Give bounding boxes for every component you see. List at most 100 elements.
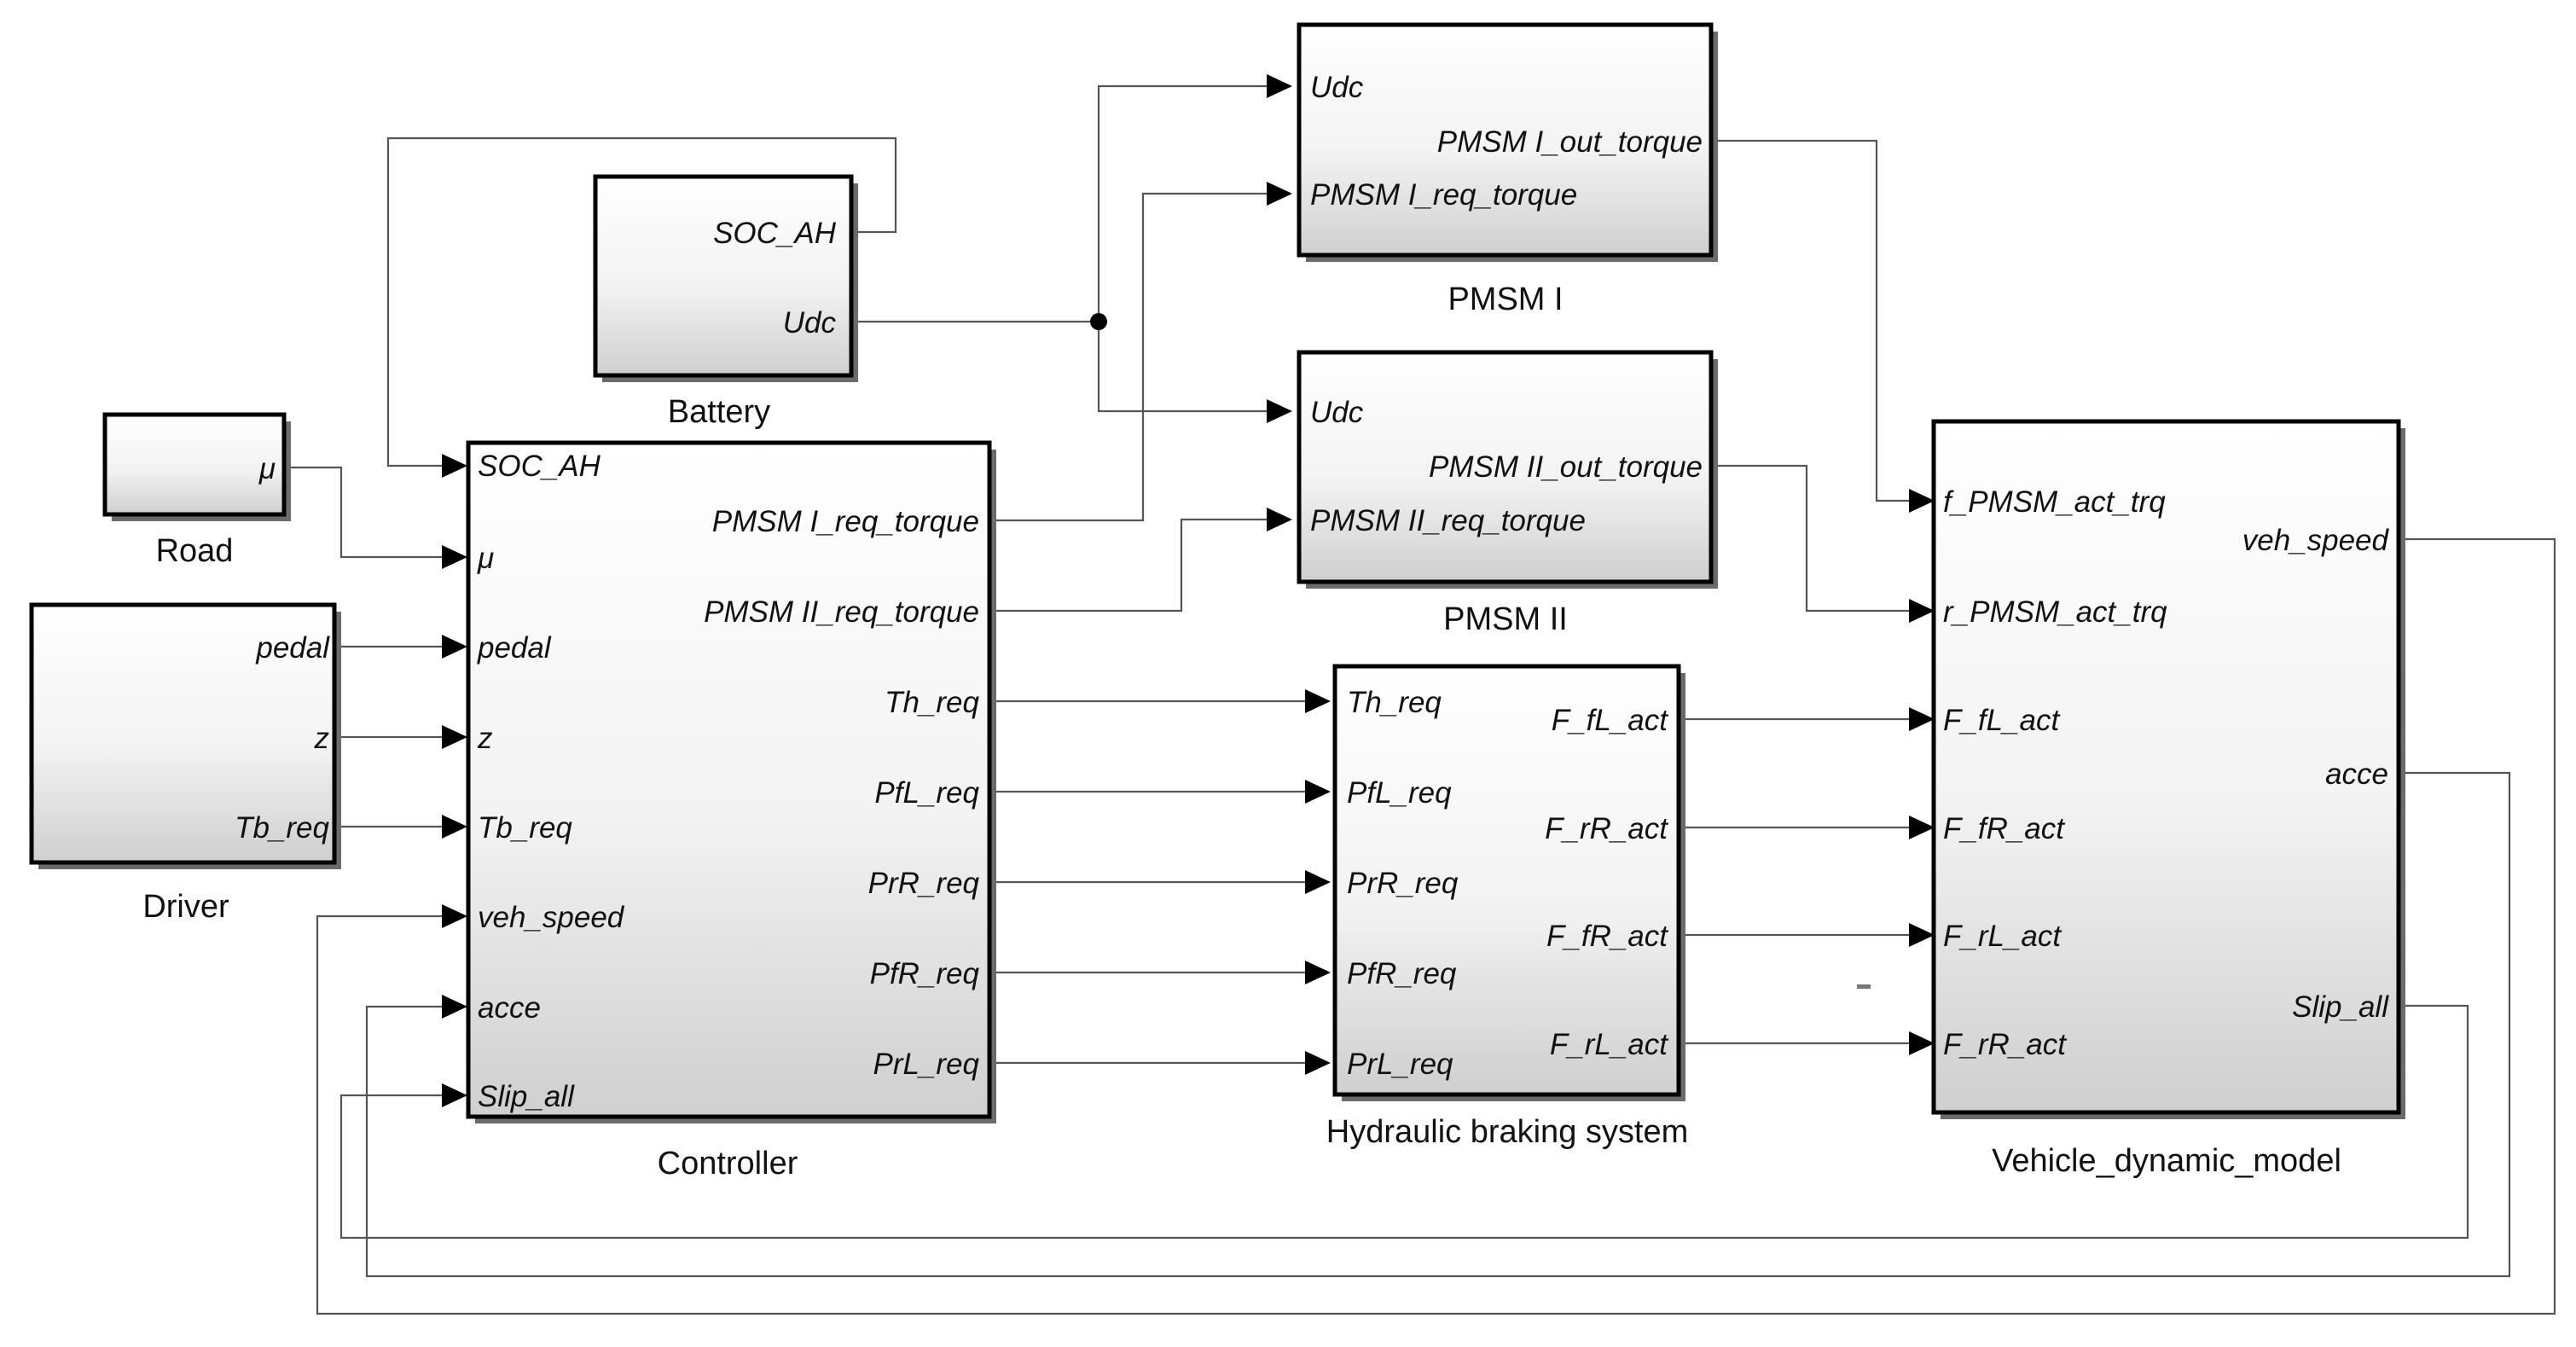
controller-port-in: Tb_req [478, 811, 572, 845]
hydraulic-block-title: Hydraulic braking system [1326, 1114, 1688, 1150]
road-block-title: Road [156, 533, 234, 569]
controller-port-in: pedal [477, 631, 552, 665]
pmsm1-port-out: PMSM I_out_torque [1437, 125, 1703, 159]
vehicle-port-out: veh_speed [2242, 524, 2390, 557]
hydraulic-port-in: Th_req [1347, 686, 1442, 719]
wire-udc-pmsm2[interactable] [1097, 322, 1267, 413]
vehicle-port-in: F_fL_act [1943, 704, 2060, 737]
controller-port-out: PMSM II_req_torque [704, 595, 979, 629]
arrow-veh-f-pmsm [1909, 489, 1935, 513]
controller-port-out: PrR_req [868, 867, 980, 900]
vehicle-dynamic-model-block[interactable]: f_PMSM_act_trq r_PMSM_act_trq F_fL_act F… [1931, 419, 2405, 1179]
wire-mu[interactable] [290, 466, 442, 559]
controller-block-title: Controller [658, 1146, 798, 1182]
arrow-veh-f-rr [1909, 1031, 1935, 1055]
pmsm1-port-in: Udc [1310, 71, 1364, 104]
canvas-artifact [1857, 984, 1871, 989]
arrow-controller-veh-speed [442, 904, 467, 928]
controller-port-in: SOC_AH [478, 450, 601, 483]
pmsm2-port-in: Udc [1310, 396, 1364, 429]
arrow-hyd-th-req [1305, 689, 1331, 713]
arrow-controller-slip-all [442, 1083, 467, 1107]
vehicle-port-in: f_PMSM_act_trq [1943, 485, 2166, 519]
arrow-hyd-prr-req [1305, 870, 1331, 894]
vehicle-port-out: acce [2325, 758, 2388, 791]
pmsm2-port-out: PMSM II_out_torque [1429, 450, 1703, 484]
arrow-controller-pedal [442, 635, 467, 659]
controller-port-in: acce [478, 991, 541, 1025]
arrow-controller-z [442, 725, 467, 749]
hydraulic-port-in: PfL_req [1347, 776, 1452, 810]
arrow-controller-tb-req [442, 815, 467, 839]
controller-port-out: PrL_req [873, 1048, 979, 1081]
wire-feedback-veh-speed[interactable] [316, 537, 2556, 1315]
arrow-controller-acce [442, 995, 467, 1019]
vehicle-block-title: Vehicle_dynamic_model [1992, 1143, 2341, 1179]
hydraulic-port-out: F_fR_act [1546, 920, 1668, 953]
vehicle-port-out: Slip_all [2292, 990, 2389, 1024]
battery-port-out: Udc [783, 306, 837, 340]
controller-port-out: PMSM I_req_torque [712, 505, 979, 538]
arrow-veh-r-pmsm [1909, 599, 1935, 623]
arrowheads [442, 74, 1935, 1107]
vehicle-port-in: F_rR_act [1943, 1028, 2067, 1061]
battery-block-title: Battery [668, 394, 770, 430]
controller-port-out: PfL_req [874, 776, 979, 810]
wire-pmsm1-req[interactable] [989, 192, 1267, 522]
road-port-out: μ [258, 452, 276, 485]
controller-port-out: Th_req [885, 686, 979, 719]
controller-port-in: veh_speed [478, 901, 625, 934]
wire-feedback-slip-all[interactable] [339, 1004, 2469, 1240]
branch-point [1090, 313, 1107, 330]
driver-port-out: z [314, 722, 330, 755]
vehicle-port-in: r_PMSM_act_trq [1943, 595, 2167, 629]
battery-block[interactable]: SOC_AH Udc Battery [593, 174, 858, 430]
controller-port-in: μ [477, 542, 494, 575]
pmsm1-port-in: PMSM I_req_torque [1310, 178, 1577, 212]
signal-lines [290, 84, 2556, 1315]
pmsm2-block-title: PMSM II [1443, 601, 1568, 637]
hydraulic-port-in: PfR_req [1347, 957, 1457, 990]
wire-f-pmsm-act[interactable] [1716, 139, 1909, 502]
arrow-veh-f-fl [1909, 707, 1935, 731]
wire-r-pmsm-act[interactable] [1716, 464, 1909, 613]
arrow-controller-mu [442, 545, 467, 569]
battery-port-out: SOC_AH [713, 217, 837, 250]
hydraulic-port-out: F_rL_act [1550, 1028, 1668, 1061]
controller-port-in: z [477, 722, 493, 755]
hydraulic-port-out: F_fL_act [1552, 704, 1668, 737]
vehicle-port-in: F_fR_act [1943, 812, 2065, 845]
hydraulic-port-in: PrL_req [1347, 1048, 1453, 1081]
controller-port-in: Slip_all [478, 1080, 575, 1113]
arrow-controller-soc-ah [442, 454, 467, 478]
vehicle-port-in: F_rL_act [1943, 920, 2062, 953]
arrow-pmsm1-req [1267, 182, 1292, 206]
wire-pmsm2-req[interactable] [989, 518, 1267, 613]
pmsm1-block-title: PMSM I [1448, 282, 1563, 317]
arrow-hyd-pfr-req [1305, 961, 1331, 984]
driver-port-out: Tb_req [235, 811, 329, 845]
driver-block-title: Driver [142, 889, 229, 925]
driver-port-out: pedal [255, 631, 330, 665]
pmsm2-block[interactable]: Udc PMSM II_req_torque PMSM II_out_torqu… [1297, 350, 1718, 637]
pmsm1-block[interactable]: Udc PMSM I_req_torque PMSM I_out_torque … [1297, 22, 1718, 317]
hydraulic-braking-block[interactable]: Th_req PfL_req PrR_req PfR_req PrL_req F… [1326, 664, 1688, 1150]
driver-block[interactable]: pedal z Tb_req Driver [29, 602, 341, 925]
road-block[interactable]: μ Road [102, 412, 291, 569]
wire-feedback-acce[interactable] [365, 771, 2511, 1278]
wire-udc-pmsm1[interactable] [1097, 84, 1267, 322]
arrow-veh-f-rl [1909, 923, 1935, 947]
arrow-pmsm2-udc [1267, 399, 1292, 423]
wire-soc-ah[interactable] [386, 136, 897, 467]
hydraulic-port-out: F_rR_act [1545, 812, 1668, 845]
hydraulic-port-in: PrR_req [1347, 867, 1459, 900]
arrow-hyd-prl-req [1305, 1051, 1331, 1075]
arrow-pmsm2-req [1267, 508, 1292, 531]
controller-port-out: PfR_req [870, 957, 980, 990]
arrow-veh-f-fr [1909, 816, 1935, 839]
pmsm2-port-in: PMSM II_req_torque [1310, 504, 1586, 537]
arrow-hyd-pfl-req [1305, 780, 1331, 804]
controller-block[interactable]: SOC_AH μ pedal z Tb_req veh_speed acce S… [466, 440, 996, 1182]
